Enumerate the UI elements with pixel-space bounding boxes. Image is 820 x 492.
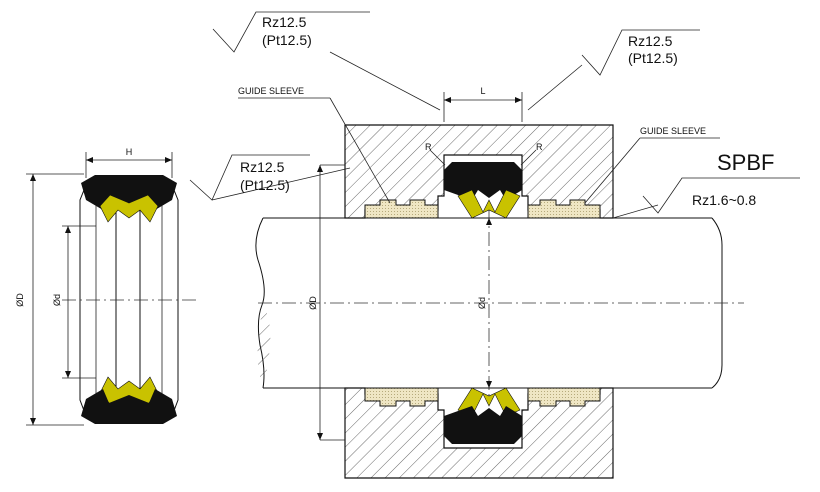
dim-radius-right: R (536, 142, 543, 152)
guide-sleeve-bottom-right (527, 387, 601, 407)
finish-callout-middle-left: Rz12.5 (Pt12.5) (189, 154, 351, 201)
guide-sleeve-label-left: GUIDE SLEEVE (238, 86, 391, 204)
finish-callout-top-right: Rz12.5 (Pt12.5) (527, 29, 700, 111)
svg-text:(Pt12.5): (Pt12.5) (240, 177, 290, 193)
install-dim-outer-diameter: ØD (308, 296, 318, 310)
dim-outer-diameter: ØD (15, 293, 25, 307)
dim-height: H (126, 147, 133, 157)
guide-sleeve-top-right (527, 199, 601, 219)
seal-groove-bottom (444, 406, 522, 444)
seal-front-view: H ØD Ød (15, 147, 196, 426)
svg-text:(Pt12.5): (Pt12.5) (262, 32, 312, 48)
dim-groove-length: L (480, 86, 485, 96)
seal-groove-top (444, 162, 522, 200)
svg-text:Rz12.5: Rz12.5 (628, 33, 673, 49)
guide-sleeve-bottom-left (364, 387, 439, 407)
svg-text:Rz12.5: Rz12.5 (240, 159, 285, 175)
svg-text:GUIDE SLEEVE: GUIDE SLEEVE (238, 86, 304, 96)
dim-inner-diameter: Ød (52, 294, 62, 306)
dim-radius-left: R (425, 142, 432, 152)
svg-text:GUIDE SLEEVE: GUIDE SLEEVE (640, 126, 706, 136)
finish-main: Rz1.6~0.8 (692, 192, 756, 208)
installation-view: ØD Ød L R R (255, 86, 744, 479)
svg-text:(Pt12.5): (Pt12.5) (628, 50, 678, 66)
guide-sleeve-label-right: GUIDE SLEEVE (584, 126, 720, 204)
drawing-label: SPBF (717, 150, 774, 175)
finish-callout-top-left: Rz12.5 (Pt12.5) (212, 11, 441, 111)
finish-callout-main: SPBF Rz1.6~0.8 (612, 150, 800, 219)
seal-bottom-section (81, 389, 177, 424)
guide-sleeve-top-left (364, 199, 439, 219)
svg-text:Rz12.5: Rz12.5 (262, 14, 307, 30)
install-dim-inner-diameter: Ød (477, 297, 487, 309)
